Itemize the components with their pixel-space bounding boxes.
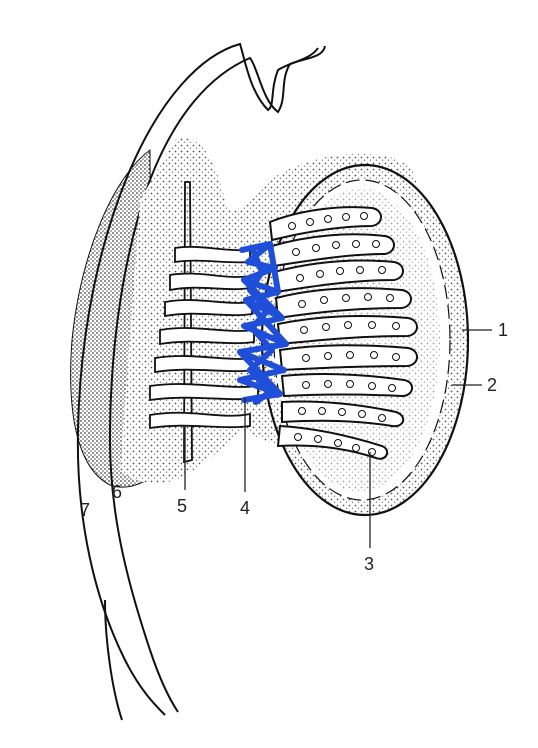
rete-testis-network <box>237 241 289 405</box>
label-5: 5 <box>177 496 187 516</box>
label-1: 1 <box>498 320 508 340</box>
seminiferous-tubules <box>268 206 418 460</box>
leader-lines <box>184 329 492 548</box>
label-3: 3 <box>364 554 374 574</box>
tubule-cells <box>288 212 400 456</box>
label-6: 6 <box>112 482 122 502</box>
label-4: 4 <box>240 498 250 518</box>
ductus-deferens-inner <box>108 45 326 713</box>
efferent-ductules <box>149 181 259 464</box>
ductus-deferens-lower <box>104 599 123 721</box>
label-2: 2 <box>487 375 497 395</box>
label-7: 7 <box>80 500 90 520</box>
